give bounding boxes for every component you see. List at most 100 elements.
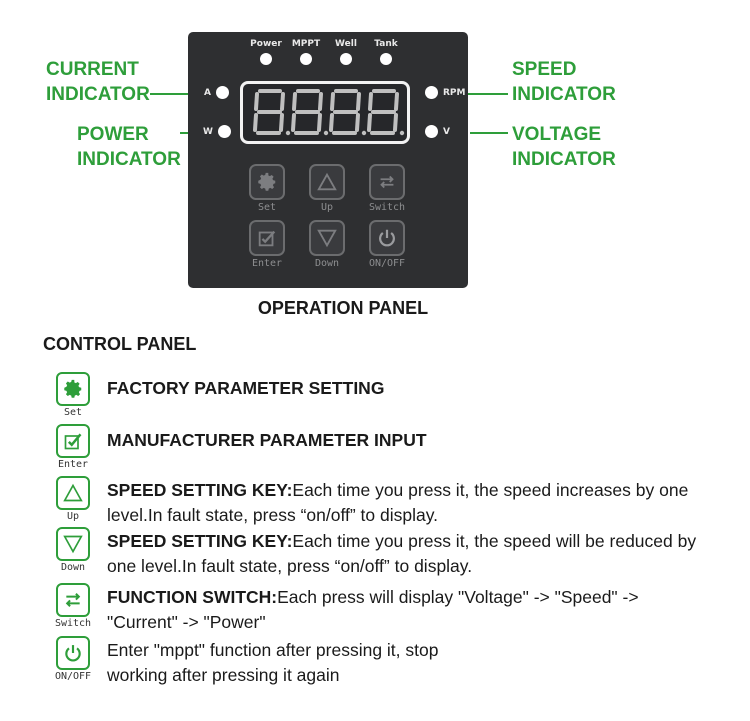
legend-title: FUNCTION SWITCH: xyxy=(107,587,278,607)
legend-icon-label: Set xyxy=(63,407,83,418)
switch-button[interactable] xyxy=(369,164,405,200)
enter-key[interactable]: Enter xyxy=(245,220,289,269)
legend-description: SPEED SETTING KEY:Each time you press it… xyxy=(107,478,707,528)
led-dot-icon xyxy=(260,53,272,65)
legend-icon-on-off: ON/OFF xyxy=(50,636,96,682)
led-well: Well xyxy=(316,39,376,65)
up-key[interactable]: Up xyxy=(305,164,349,213)
legend-text: Enter "mppt" function after pressing it,… xyxy=(107,640,439,685)
display-decimal-point xyxy=(361,130,367,136)
led-dot-icon xyxy=(425,125,438,138)
power-indicator-callout: POWER INDICATOR xyxy=(77,122,181,172)
legend-icon-up: Up xyxy=(50,476,96,522)
gear-icon xyxy=(258,172,276,191)
switch-key-icon-box xyxy=(56,583,90,617)
legend-icon-enter: Enter xyxy=(50,424,96,470)
callout-line-2: INDICATOR xyxy=(77,149,181,170)
switch-arrows-icon xyxy=(380,175,394,189)
display-segment xyxy=(291,113,296,132)
legend-icon-label: Enter xyxy=(57,459,89,470)
speed-callout-line xyxy=(466,93,508,95)
legend-icon-label: Switch xyxy=(54,618,92,629)
key-label: Down xyxy=(314,258,340,269)
led-mppt: MPPT xyxy=(276,39,336,65)
display-segment xyxy=(253,113,258,132)
operation-panel-caption: OPERATION PANEL xyxy=(257,298,429,318)
callout-line-1: SPEED xyxy=(512,59,577,80)
led-power: Power xyxy=(236,39,296,65)
legend-description: SPEED SETTING KEY:Each time you press it… xyxy=(107,529,707,579)
display-segment xyxy=(280,92,285,111)
legend-title: SPEED SETTING KEY: xyxy=(107,531,293,551)
legend-description: MANUFACTURER PARAMETER INPUT xyxy=(107,428,707,453)
legend-icon-label: ON/OFF xyxy=(54,671,92,682)
down-key-icon-box xyxy=(56,527,90,561)
set-key[interactable]: Set xyxy=(245,164,289,213)
led-label: Power xyxy=(250,39,282,49)
switch-key[interactable]: Switch xyxy=(365,164,409,213)
display-decimal-point xyxy=(323,130,329,136)
check-edit-icon xyxy=(258,230,276,247)
callout-line-1: POWER xyxy=(77,124,149,145)
down-key[interactable]: Down xyxy=(305,220,349,269)
voltage-callout-line xyxy=(470,132,508,134)
led-dot-icon xyxy=(300,53,312,65)
up-button[interactable] xyxy=(309,164,345,200)
display-segment xyxy=(279,113,284,132)
triangle-down-icon xyxy=(317,229,337,248)
display-segment xyxy=(356,92,361,111)
display-segment xyxy=(367,113,372,132)
enter-button[interactable] xyxy=(249,220,285,256)
led-label: Tank xyxy=(374,39,398,49)
legend-description: FUNCTION SWITCH:Each press will display … xyxy=(107,585,667,635)
display-segment xyxy=(317,113,322,132)
display-segment xyxy=(330,92,335,111)
display-segment xyxy=(394,92,399,111)
led-tank: Tank xyxy=(356,39,416,65)
led-current-a: A xyxy=(204,86,229,99)
current-indicator-callout: CURRENT INDICATOR xyxy=(46,57,150,107)
triangle-up-icon xyxy=(63,483,83,502)
key-label: Set xyxy=(257,202,277,213)
led-dot-icon xyxy=(217,125,231,138)
display-segment xyxy=(393,113,398,132)
key-label: Enter xyxy=(251,258,283,269)
callout-line-1: CURRENT xyxy=(46,59,139,80)
triangle-up-icon xyxy=(317,172,337,191)
led-label: RPM xyxy=(443,87,466,98)
key-label: Switch xyxy=(368,202,406,213)
set-key-icon-box xyxy=(56,372,90,406)
seven-segment-display: 8.8.8.8. xyxy=(240,81,410,144)
power-icon xyxy=(65,645,81,662)
legend-title: FACTORY PARAMETER SETTING xyxy=(107,378,385,398)
on-off-key-icon-box xyxy=(56,636,90,670)
on-off-key[interactable]: ON/OFF xyxy=(365,220,409,269)
callout-line-2: INDICATOR xyxy=(46,84,150,105)
legend-icon-set: Set xyxy=(50,372,96,418)
on-off-button[interactable] xyxy=(369,220,405,256)
speed-indicator-callout: SPEED INDICATOR xyxy=(512,57,616,107)
legend-description: Enter "mppt" function after pressing it,… xyxy=(107,638,447,688)
gear-icon xyxy=(64,379,82,398)
display-segment xyxy=(329,113,334,132)
led-label: A xyxy=(204,87,211,98)
down-button[interactable] xyxy=(309,220,345,256)
led-dot-icon xyxy=(340,53,352,65)
display-segment xyxy=(254,92,259,111)
display-segment xyxy=(368,92,373,111)
legend-icon-down: Down xyxy=(50,527,96,573)
led-dot-icon xyxy=(215,86,229,99)
legend-text: Each press will display "Voltage" -> "Sp… xyxy=(107,587,639,632)
callout-line-2: INDICATOR xyxy=(512,84,616,105)
set-button[interactable] xyxy=(249,164,285,200)
legend-icon-label: Up xyxy=(66,511,80,522)
led-label: W xyxy=(203,126,213,137)
display-digits xyxy=(253,89,405,136)
display-decimal-point xyxy=(285,130,291,136)
operation-panel: Power MPPT Well Tank A W RPM V 8.8.8.8. xyxy=(188,32,468,288)
led-label: V xyxy=(443,126,450,137)
key-label: ON/OFF xyxy=(368,258,406,269)
up-key-icon-box xyxy=(56,476,90,510)
callout-line-1: VOLTAGE xyxy=(512,124,602,145)
callout-line-2: INDICATOR xyxy=(512,149,616,170)
